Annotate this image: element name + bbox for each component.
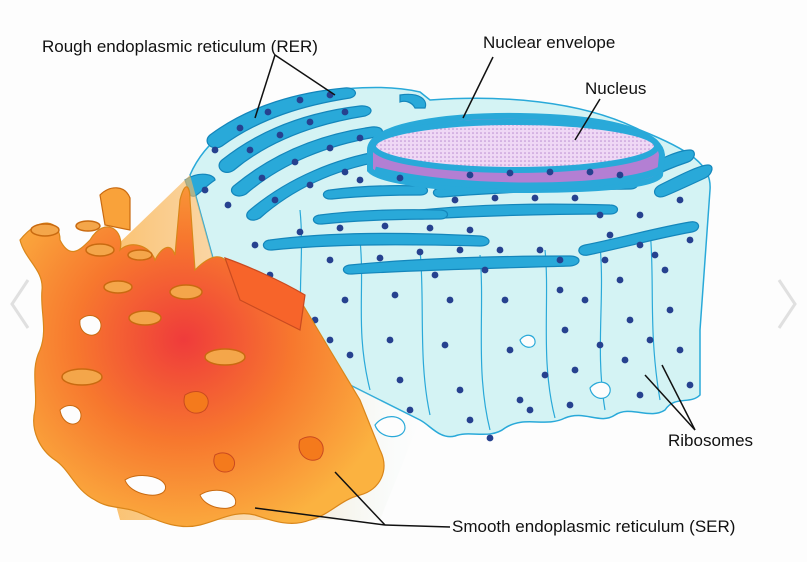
ribosome-dot bbox=[571, 194, 579, 202]
ribosome-dot bbox=[346, 351, 354, 359]
ribosome-dot bbox=[626, 316, 634, 324]
ribosome-dot bbox=[606, 231, 614, 239]
rer-fenestrations bbox=[374, 334, 611, 438]
ribosome-dot bbox=[651, 251, 659, 259]
ribosome-dot bbox=[536, 246, 544, 254]
ribosome-dot bbox=[646, 336, 654, 344]
ribosome-dot bbox=[306, 181, 314, 189]
ribosome-dot bbox=[306, 118, 314, 126]
ribosome-dot bbox=[201, 186, 209, 194]
ribosome-dot bbox=[236, 124, 244, 132]
ribosome-dot bbox=[271, 196, 279, 204]
ribosome-dot bbox=[291, 158, 299, 166]
ribosome-dot bbox=[686, 381, 694, 389]
ribosome-dot bbox=[466, 226, 474, 234]
ribosome-dot bbox=[326, 256, 334, 264]
ribosome-dot bbox=[264, 108, 272, 116]
leader-lines bbox=[254, 54, 696, 528]
ribosome-dot bbox=[341, 108, 349, 116]
ribosome-dot bbox=[481, 266, 489, 274]
ribosome-dot bbox=[491, 194, 499, 202]
ribosome-dot bbox=[661, 266, 669, 274]
ribosome-dot bbox=[486, 434, 494, 442]
ribosome-dot bbox=[556, 286, 564, 294]
ribosome-dot bbox=[636, 211, 644, 219]
ribosome-dot bbox=[621, 356, 629, 364]
ribosome-dot bbox=[571, 366, 579, 374]
ribosome-dot bbox=[276, 131, 284, 139]
ribosome-dot bbox=[561, 326, 569, 334]
ribosome-dot bbox=[596, 341, 604, 349]
ribosome-dot bbox=[516, 396, 524, 404]
ribosome-dot bbox=[381, 222, 389, 230]
ribosome-dot bbox=[251, 241, 259, 249]
ribosome-dot bbox=[601, 256, 609, 264]
label-ser: Smooth endoplasmic reticulum (SER) bbox=[452, 517, 736, 536]
ribosome-dot bbox=[456, 246, 464, 254]
ribosome-dot bbox=[466, 171, 474, 179]
ribosome-dots bbox=[201, 91, 694, 442]
ribosome-dot bbox=[446, 296, 454, 304]
ribosome-dot bbox=[546, 168, 554, 176]
ribosome-dot bbox=[431, 271, 439, 279]
ribosome-dot bbox=[596, 211, 604, 219]
ribosome-dot bbox=[676, 196, 684, 204]
ribosome-dot bbox=[416, 248, 424, 256]
ribosome-dot bbox=[258, 174, 266, 182]
ribosome-dot bbox=[616, 276, 624, 284]
ribosome-dot bbox=[336, 224, 344, 232]
ribosome-dot bbox=[356, 176, 364, 184]
ser-network bbox=[19, 186, 385, 528]
chevron-left-icon[interactable] bbox=[6, 272, 34, 336]
chevron-right-icon[interactable] bbox=[773, 272, 801, 336]
ribosome-dot bbox=[341, 296, 349, 304]
ribosome-dot bbox=[466, 416, 474, 424]
nucleus-group bbox=[367, 112, 666, 194]
ribosome-dot bbox=[501, 296, 509, 304]
ribosome-dot bbox=[666, 306, 674, 314]
label-rer: Rough endoplasmic reticulum (RER) bbox=[42, 37, 318, 56]
ribosome-dot bbox=[636, 241, 644, 249]
ribosome-dot bbox=[341, 168, 349, 176]
ribosome-dot bbox=[246, 146, 254, 154]
ribosome-dot bbox=[396, 376, 404, 384]
ribosome-dot bbox=[526, 406, 534, 414]
ribosome-dot bbox=[356, 134, 364, 142]
ribosome-dot bbox=[211, 146, 219, 154]
ribosome-dot bbox=[426, 224, 434, 232]
ribosome-dot bbox=[326, 144, 334, 152]
ribosome-dot bbox=[296, 228, 304, 236]
ribosome-dot bbox=[496, 246, 504, 254]
ribosome-dot bbox=[391, 291, 399, 299]
ribosome-dot bbox=[676, 346, 684, 354]
ribosome-dot bbox=[506, 346, 514, 354]
ribosome-dot bbox=[406, 406, 414, 414]
ribosome-dot bbox=[531, 194, 539, 202]
label-ribosomes: Ribosomes bbox=[668, 431, 754, 450]
ribosome-dot bbox=[506, 169, 514, 177]
ribosome-dot bbox=[456, 386, 464, 394]
ribosome-dot bbox=[441, 341, 449, 349]
ribosome-dot bbox=[566, 401, 574, 409]
ribosome-dot bbox=[376, 254, 384, 262]
ribosome-dot bbox=[581, 296, 589, 304]
ribosome-dot bbox=[541, 371, 549, 379]
ribosome-dot bbox=[396, 174, 404, 182]
ribosome-dot bbox=[586, 168, 594, 176]
ribosome-dot bbox=[636, 391, 644, 399]
ribosome-dot bbox=[296, 96, 304, 104]
ribosome-dot bbox=[326, 336, 334, 344]
ribosome-dot bbox=[224, 201, 232, 209]
ribosome-dot bbox=[386, 336, 394, 344]
ribosome-dot bbox=[686, 236, 694, 244]
ribosome-dot bbox=[616, 171, 624, 179]
label-nucleus: Nucleus bbox=[585, 79, 647, 98]
ribosome-dot bbox=[451, 196, 459, 204]
label-nuclear-envelope: Nuclear envelope bbox=[483, 33, 616, 52]
ribosome-dot bbox=[556, 256, 564, 264]
